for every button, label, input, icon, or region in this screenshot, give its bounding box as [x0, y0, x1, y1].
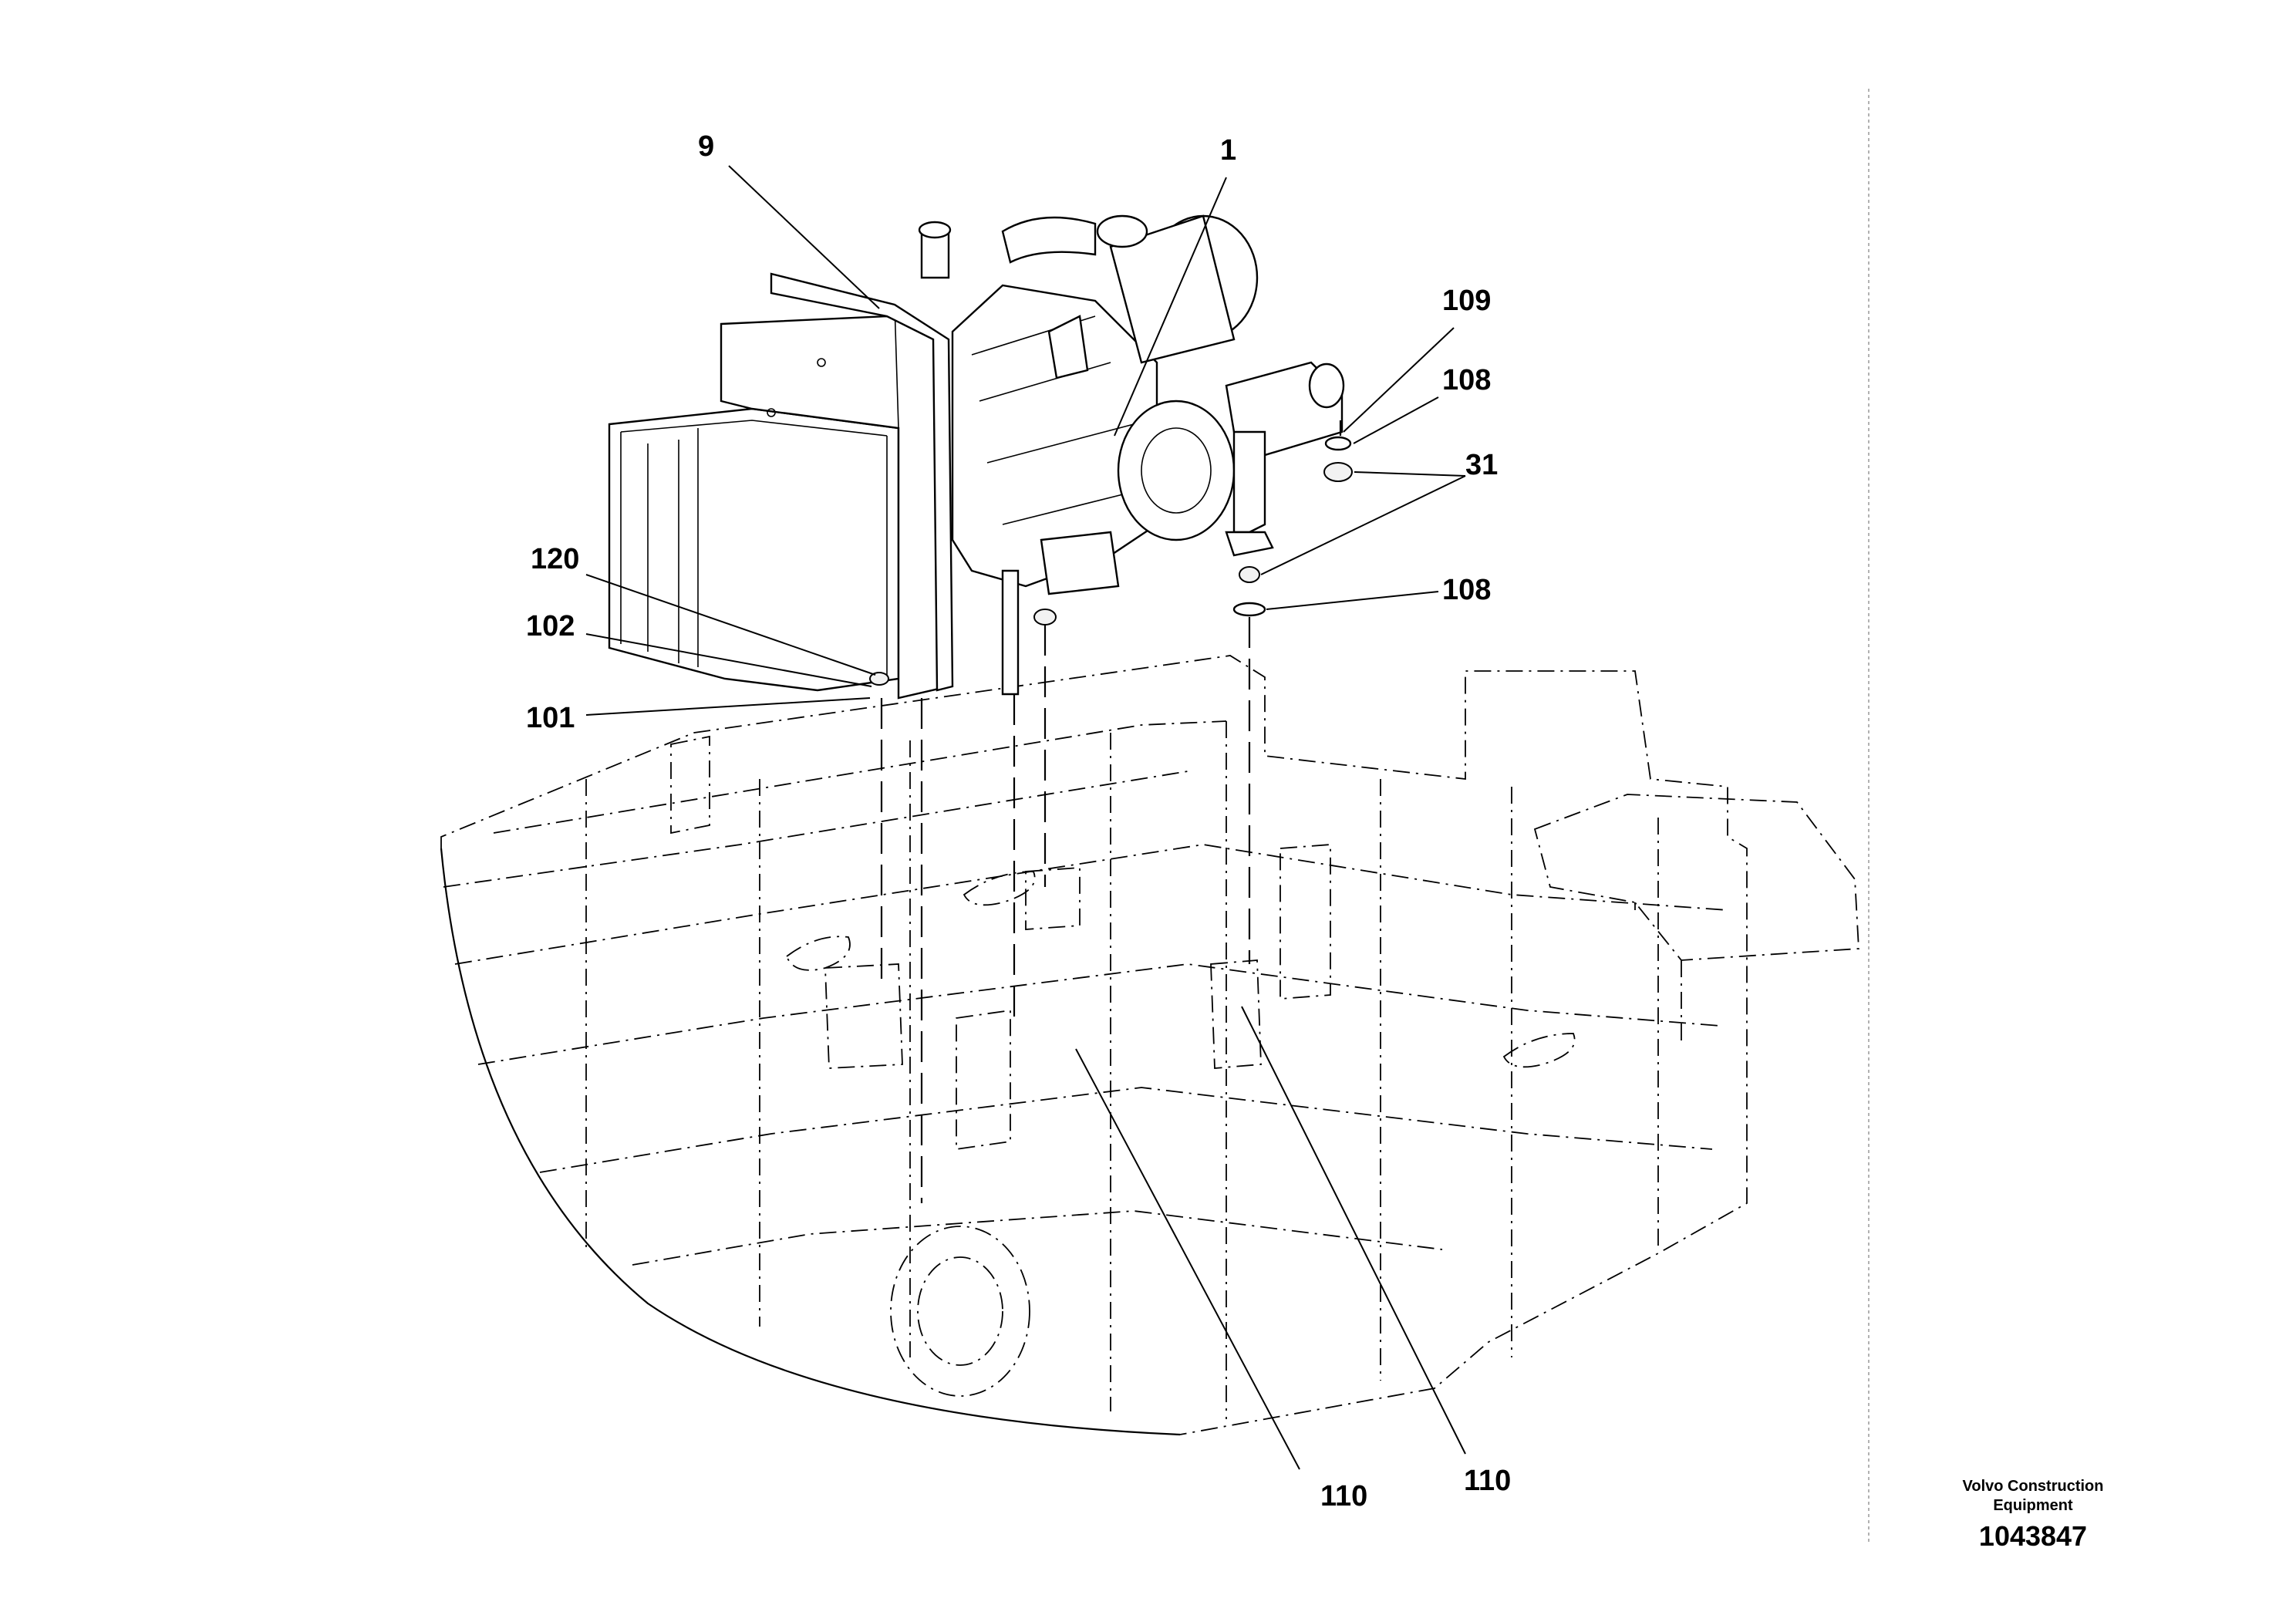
callout-9: 9 — [698, 130, 714, 163]
assembly-guide-lines — [880, 617, 1251, 1203]
document-number: 1043847 — [1979, 1520, 2087, 1552]
callout-102: 102 — [526, 610, 575, 642]
callout-108-lower: 108 — [1442, 574, 1491, 606]
mount-hardware — [1232, 420, 1353, 617]
callout-labels: 9 1 109 108 31 108 120 102 101 110 110 — [526, 130, 1511, 1512]
callout-101: 101 — [526, 702, 575, 734]
callout-108-upper: 108 — [1442, 364, 1491, 396]
callout-109: 109 — [1442, 285, 1491, 317]
callout-110-right: 110 — [1464, 1465, 1511, 1497]
title-block: Volvo Construction Equipment 1043847 — [1963, 1478, 2104, 1552]
engine-radiator-assembly — [608, 214, 1345, 700]
callout-110-left: 110 — [1320, 1480, 1367, 1512]
callout-31: 31 — [1465, 449, 1498, 481]
callout-1: 1 — [1220, 134, 1236, 167]
washer-108-lower — [1232, 602, 1266, 617]
leader-lines — [585, 165, 1466, 1470]
chassis-frame — [440, 655, 1859, 1436]
isolator-31-lower — [1239, 566, 1260, 583]
brand-line-1: Volvo Construction — [1963, 1478, 2104, 1495]
washer-108-upper — [1324, 436, 1352, 451]
isolator-31-upper — [1323, 462, 1353, 482]
brand-line-2: Equipment — [1993, 1497, 2073, 1514]
callout-120: 120 — [531, 543, 579, 575]
